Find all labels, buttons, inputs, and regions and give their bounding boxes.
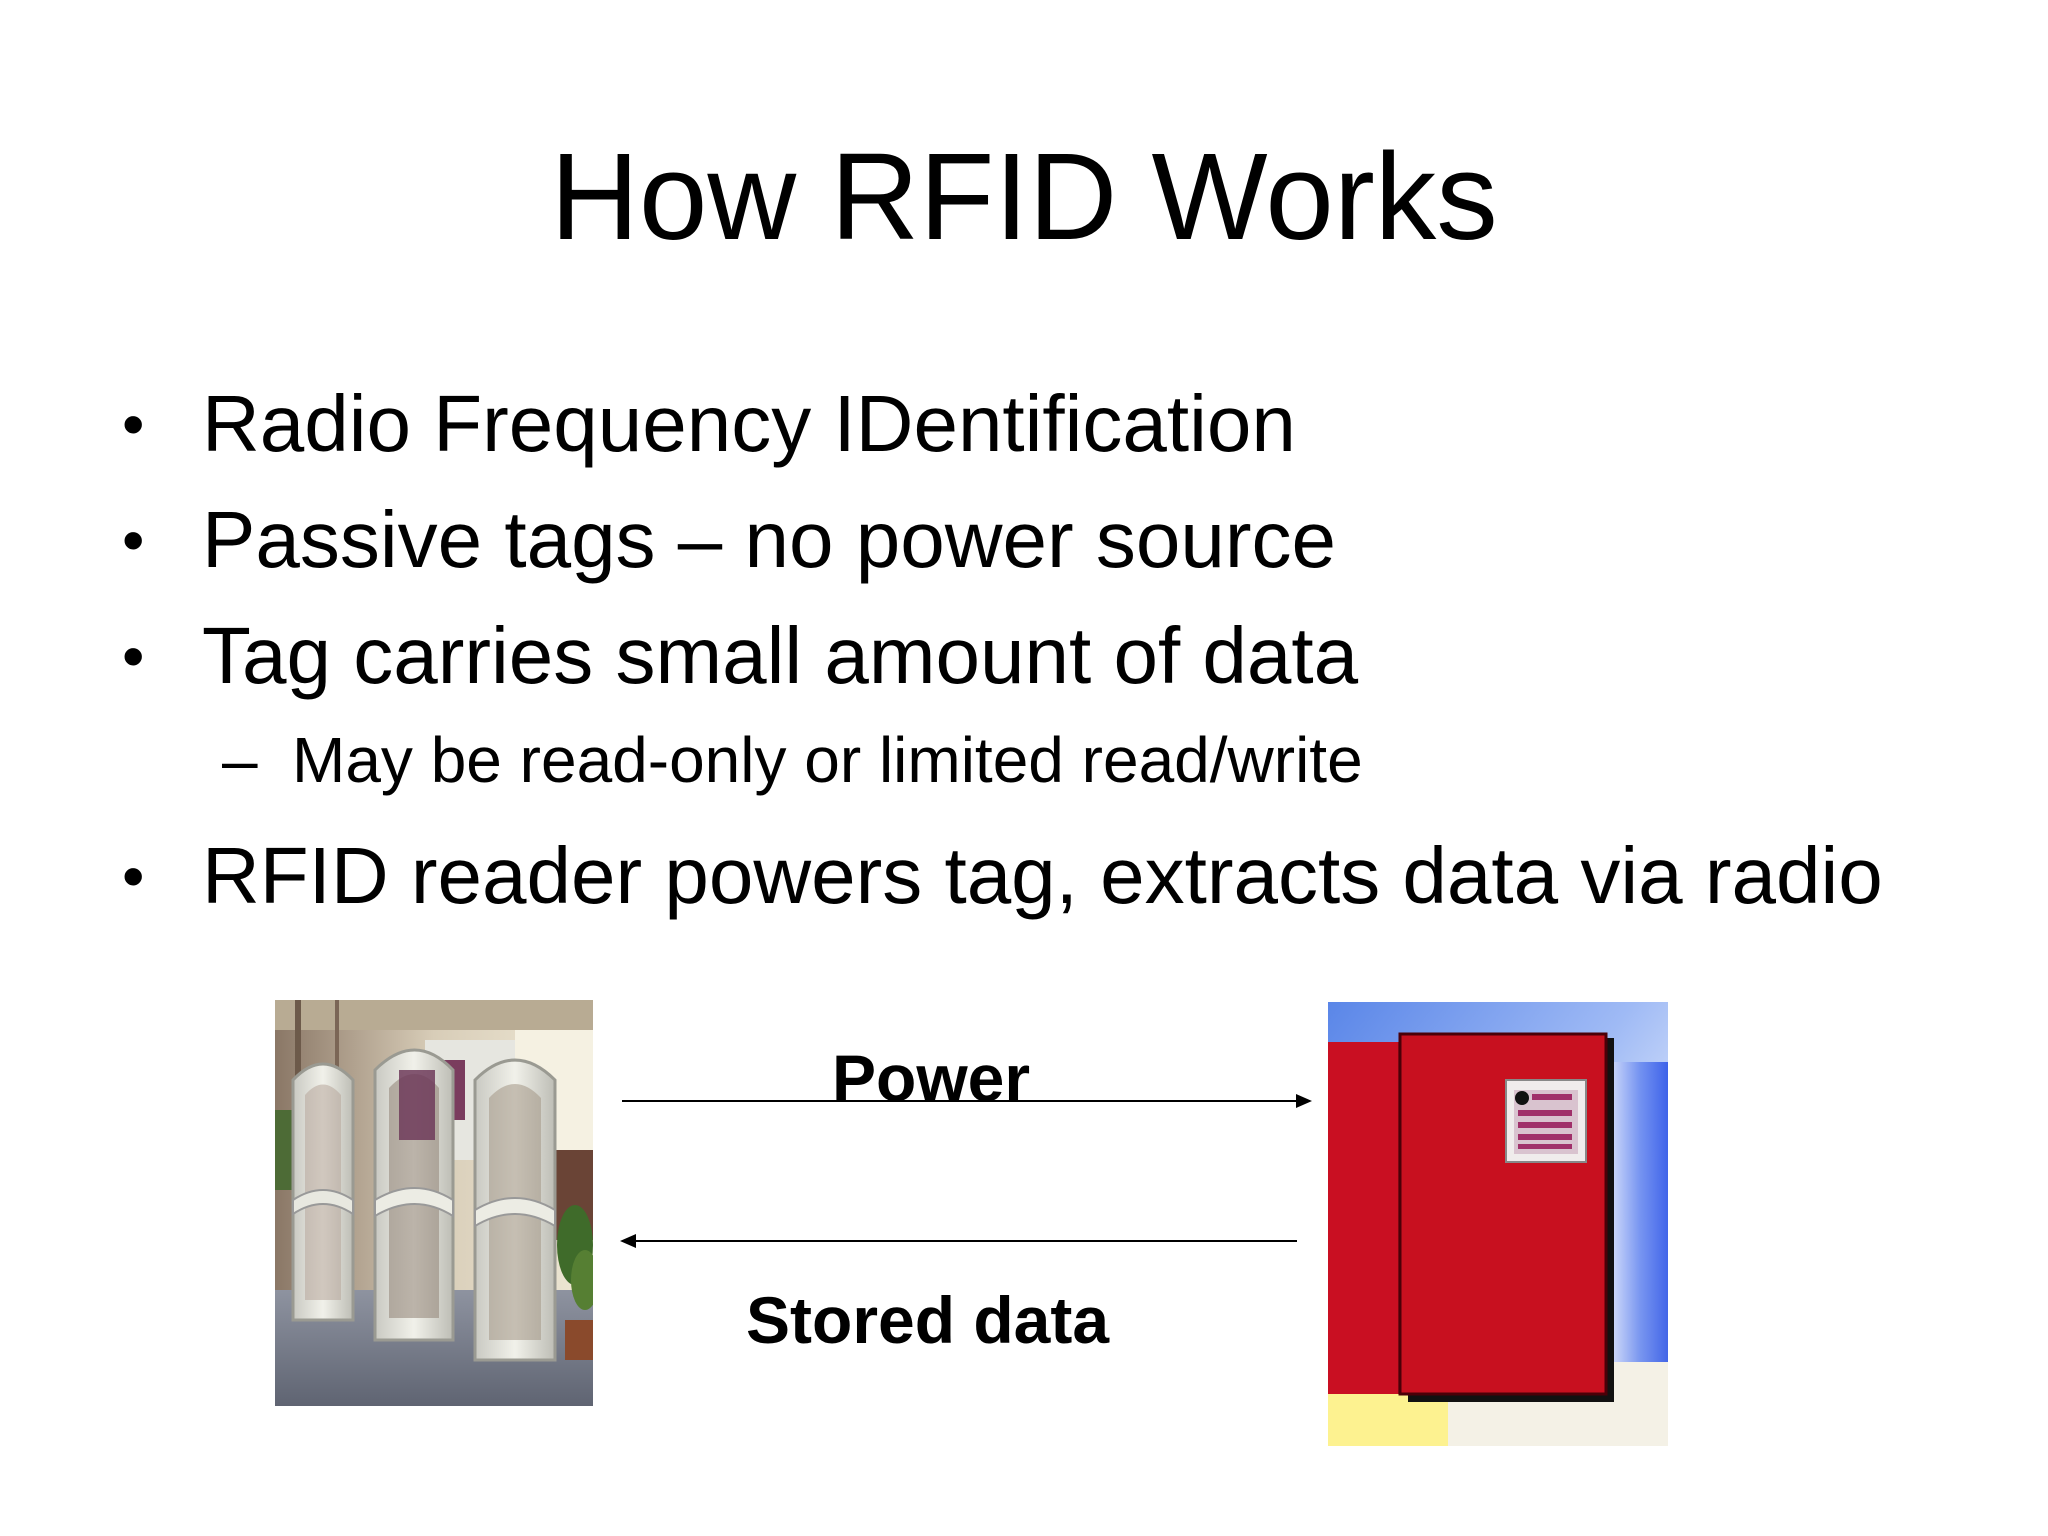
- sub-bullet-text: May be read-only or limited read/write: [292, 724, 1363, 796]
- stored-data-arrow: [620, 1234, 1297, 1248]
- bullet-dot: •: [122, 504, 145, 576]
- bullet-text: Radio Frequency IDentification: [202, 379, 1296, 468]
- bullet-dot: •: [122, 388, 145, 460]
- power-label: Power: [832, 1041, 1031, 1115]
- bullet-dot: •: [122, 840, 145, 912]
- rfid-tagged-book-image: [1328, 1002, 1668, 1446]
- rfid-gates-photo: [275, 1000, 593, 1406]
- bullet-dot: •: [122, 620, 145, 692]
- bullet-text: Tag carries small amount of data: [202, 611, 1359, 700]
- rfid-tag-icon: [1505, 1079, 1587, 1163]
- bullet-text: RFID reader powers tag, extracts data vi…: [202, 831, 1883, 920]
- stored-data-label: Stored data: [746, 1283, 1110, 1357]
- power-arrow: [622, 1094, 1312, 1108]
- sub-bullet-dash: –: [222, 724, 258, 796]
- power-data-diagram: Power Stored data: [600, 1020, 1320, 1380]
- slide-title: How RFID Works: [550, 129, 1498, 266]
- bullet-text: Passive tags – no power source: [202, 495, 1336, 584]
